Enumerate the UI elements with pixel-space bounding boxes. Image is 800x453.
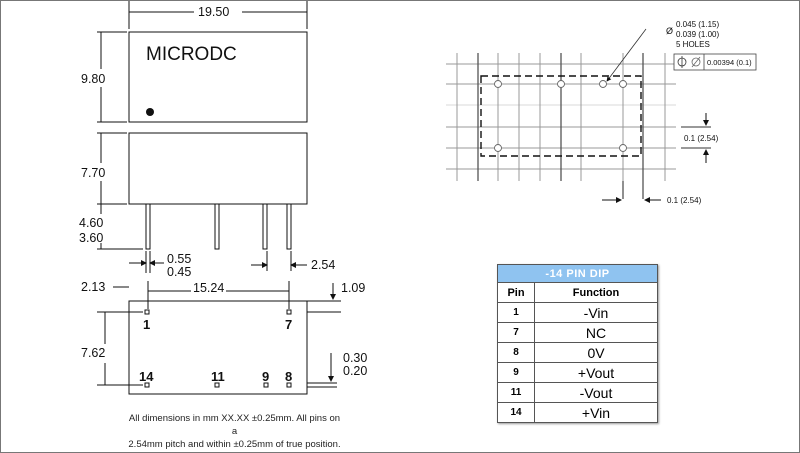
table-row: 9+Vout: [497, 362, 658, 383]
dim-pin-len-min: 3.60: [79, 231, 103, 245]
dim-pitch: 2.54: [311, 258, 335, 272]
pin-lead: [262, 203, 268, 250]
dim-pin-w-max: 0.55: [167, 252, 191, 266]
pin-cell: 11: [497, 382, 535, 403]
pin-cell: 1: [497, 302, 535, 323]
dim-pin-span: 15.24: [193, 281, 224, 295]
top-view-body: [128, 31, 308, 123]
dim-pin-t-min: 0.20: [343, 364, 367, 378]
dim-edge-offset: 2.13: [81, 280, 105, 294]
table-row: 14+Vin: [497, 402, 658, 423]
pin-cell: 7: [497, 322, 535, 343]
table-title: -14 PIN DIP: [497, 264, 658, 283]
function-cell: NC: [534, 322, 658, 343]
pin-lead: [145, 203, 151, 250]
bottom-view-body: [128, 300, 308, 395]
pitch-vertical: 0.1 (2.54): [684, 134, 719, 143]
pin-cell: 8: [497, 342, 535, 363]
pin-number-14: 14: [139, 369, 154, 384]
dim-pin-t-max: 0.30: [343, 351, 367, 365]
column-header-pin: Pin: [497, 282, 535, 303]
function-cell: -Vout: [534, 382, 658, 403]
pin-cell: 9: [497, 362, 535, 383]
pin-number-11: 11: [211, 369, 225, 384]
function-cell: 0V: [534, 342, 658, 363]
function-cell: -Vin: [534, 302, 658, 323]
module-label: MICRODC: [146, 44, 237, 65]
column-header-function: Function: [534, 282, 658, 303]
table-row: 1-Vin: [497, 302, 658, 323]
pitch-horizontal: 0.1 (2.54): [667, 196, 702, 205]
diameter-symbol-icon: [691, 57, 701, 67]
pin-lead: [286, 203, 292, 250]
dimension-note: All dimensions in mm XX.XX ±0.25mm. All …: [127, 412, 342, 451]
dim-pin-w-min: 0.45: [167, 265, 191, 279]
side-view-body: [128, 132, 308, 205]
pin-lead: [214, 203, 220, 250]
pin-number-1: 1: [143, 317, 150, 332]
dim-edge-top: 1.09: [341, 281, 365, 295]
function-cell: +Vin: [534, 402, 658, 423]
hole-count: 5 HOLES: [676, 40, 710, 49]
pin1-marker-dot: [146, 108, 154, 116]
pin-cell: 14: [497, 402, 535, 423]
pin-number-8: 8: [285, 369, 292, 384]
position-tolerance: 0.00394 (0.1): [707, 58, 752, 67]
note-line: 2.54mm pitch and within ±0.25mm of true …: [128, 439, 341, 450]
pcb-footprint: [446, 28, 757, 203]
pin-number-7: 7: [285, 317, 292, 332]
dim-row-span: 7.62: [81, 346, 105, 360]
note-line: All dimensions in mm XX.XX ±0.25mm. All …: [128, 413, 341, 437]
function-cell: +Vout: [534, 362, 658, 383]
dim-pin-len-max: 4.60: [79, 216, 103, 230]
dim-length: 19.50: [198, 5, 229, 19]
hole-dia-symbol: Ø: [666, 26, 673, 36]
dim-height-top: 9.80: [81, 72, 105, 86]
hole-max: 0.045 (1.15): [676, 20, 719, 29]
pin-number-9: 9: [262, 369, 269, 384]
dim-height-side: 7.70: [81, 166, 105, 180]
hole-min: 0.039 (1.00): [676, 30, 719, 39]
table-row: 11-Vout: [497, 382, 658, 403]
